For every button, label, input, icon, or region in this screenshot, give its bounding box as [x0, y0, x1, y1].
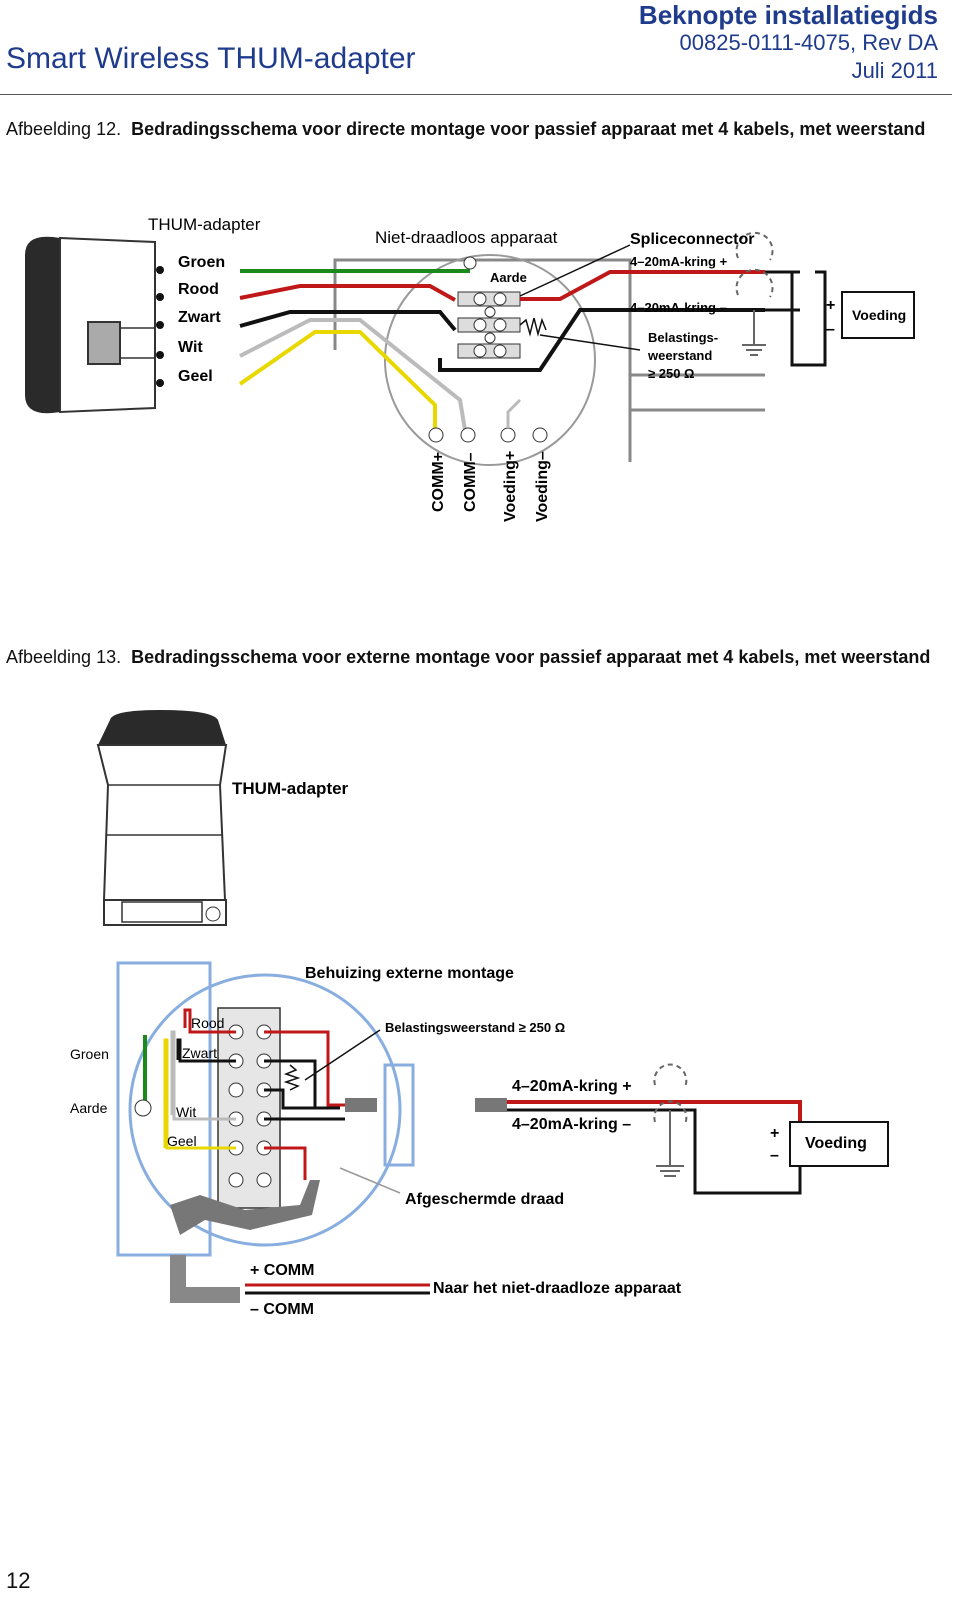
- fig12-load-label-3: ≥ 250 Ω: [648, 366, 694, 381]
- document-number: 00825-0111-4075, Rev DA: [679, 30, 938, 55]
- fig12-wit-label: Wit: [178, 339, 203, 356]
- fig13-housing-label: Behuizing externe montage: [305, 965, 514, 982]
- fig13-wit-label: Wit: [176, 1104, 196, 1120]
- document-title: Smart Wireless THUM-adapter: [6, 42, 416, 75]
- fig13-plus-sign: +: [770, 1125, 779, 1142]
- fig13-to-device-label: Naar het niet-draadloze apparaat: [433, 1280, 682, 1297]
- fig13-aarde-label: Aarde: [70, 1100, 108, 1116]
- fig12-splice-label: Spliceconnector: [630, 231, 754, 248]
- figure13-caption: Afbeelding 13. Bedradingsschema voor ext…: [6, 646, 936, 669]
- fig13-zwart-label: Zwart: [182, 1045, 217, 1061]
- fig12-comm-plus-label: COMM+: [430, 452, 447, 512]
- fig12-device-label: Niet-draadloos apparaat: [375, 228, 558, 247]
- fig12-loop-minus-label: 4–20mA-kring –: [630, 300, 727, 315]
- document-date: Juli 2011: [851, 58, 938, 83]
- figure12-number: Afbeelding 12.: [6, 119, 122, 139]
- fig12-rood-label: Rood: [178, 281, 219, 298]
- figure13-caption-text: Bedradingsschema voor externe montage vo…: [131, 647, 931, 667]
- fig12-supply-label: Voeding: [852, 307, 906, 323]
- fig12-thum-label: THUM-adapter: [148, 215, 261, 234]
- fig13-groen-label: Groen: [70, 1046, 109, 1062]
- fig12-voeding-minus-label: Voeding–: [534, 451, 551, 522]
- header-rule: [0, 94, 952, 95]
- fig12-loop-plus-label: 4–20mA-kring +: [630, 254, 728, 269]
- fig12-load-label-2: weerstand: [647, 348, 712, 363]
- figure12-diagram: THUM-adapter Niet-draadloos apparaat Spl…: [25, 215, 915, 522]
- fig13-shield-label: Afgeschermde draad: [405, 1191, 564, 1208]
- fig13-comm-plus-label: + COMM: [250, 1262, 314, 1279]
- figure12-caption-text: Bedradingsschema voor directe montage vo…: [131, 119, 926, 139]
- fig12-comm-minus-label: COMM–: [462, 452, 479, 512]
- fig12-zwart-label: Zwart: [178, 309, 221, 326]
- page-number: 12: [6, 1568, 31, 1593]
- fig12-voeding-plus-label: Voeding+: [502, 451, 519, 522]
- fig12-geel-label: Geel: [178, 368, 213, 385]
- figure13-number: Afbeelding 13.: [6, 647, 122, 667]
- guide-type: Beknopte installatiegids: [638, 0, 938, 30]
- fig13-rood-label: Rood: [191, 1015, 224, 1031]
- figure13-diagram: THUM-adapter Behuizing externe montage R…: [70, 710, 889, 1318]
- fig12-groen-label: Groen: [178, 254, 225, 271]
- fig13-loop-minus-label: 4–20mA-kring –: [512, 1116, 631, 1133]
- fig13-load-label: Belastingsweerstand ≥ 250 Ω: [385, 1020, 565, 1035]
- fig13-comm-minus-label: – COMM: [250, 1301, 314, 1318]
- fig12-aarde-label: Aarde: [490, 270, 527, 285]
- fig13-minus-sign: –: [770, 1147, 779, 1164]
- fig13-thum-label: THUM-adapter: [232, 779, 349, 798]
- figure12-caption: Afbeelding 12. Bedradingsschema voor dir…: [6, 118, 936, 141]
- fig12-minus-sign: –: [826, 321, 835, 338]
- fig12-load-label-1: Belastings-: [648, 330, 718, 345]
- fig13-supply-label: Voeding: [805, 1135, 867, 1152]
- fig13-geel-label: Geel: [167, 1133, 197, 1149]
- fig13-loop-plus-label: 4–20mA-kring +: [512, 1078, 632, 1095]
- fig12-plus-sign: +: [826, 297, 835, 314]
